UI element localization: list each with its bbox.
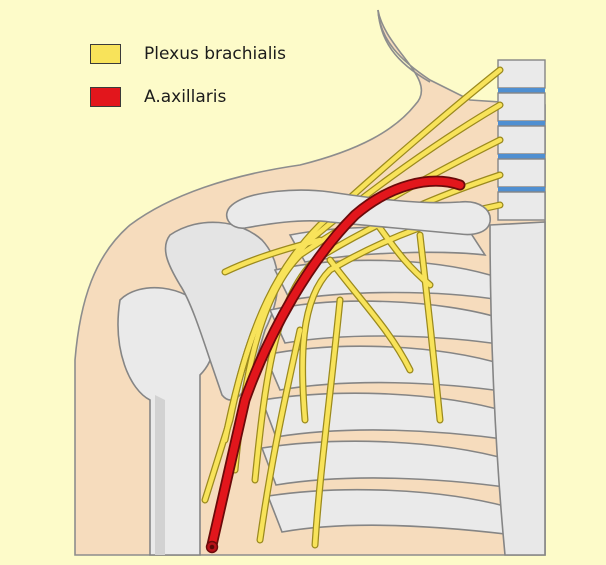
rib-cage [260,226,515,536]
sternum [489,221,546,556]
vertebra [497,191,546,221]
cervical-spine [497,59,546,221]
legend-swatch-yellow [90,44,121,64]
vertebra [497,158,546,188]
neck-contour [377,9,431,83]
humerus-shade [155,395,165,555]
brachial-plexus [201,66,504,549]
intervertebral-disc [498,88,545,93]
vertebra [497,59,546,89]
axillary-artery [206,175,466,551]
intervertebral-disc [498,121,545,126]
intervertebral-disc [498,187,545,192]
intervertebral-disc [498,154,545,159]
vertebra [497,92,546,122]
legend-swatch-red [90,87,121,107]
legend-item-plexus: Plexus brachialis [90,43,286,65]
legend-label: A.axillaris [144,87,227,107]
legend-item-artery: A.axillaris [90,86,226,108]
vertebra [497,125,546,155]
legend-label: Plexus brachialis [144,44,286,64]
artery-lumen [209,544,215,550]
